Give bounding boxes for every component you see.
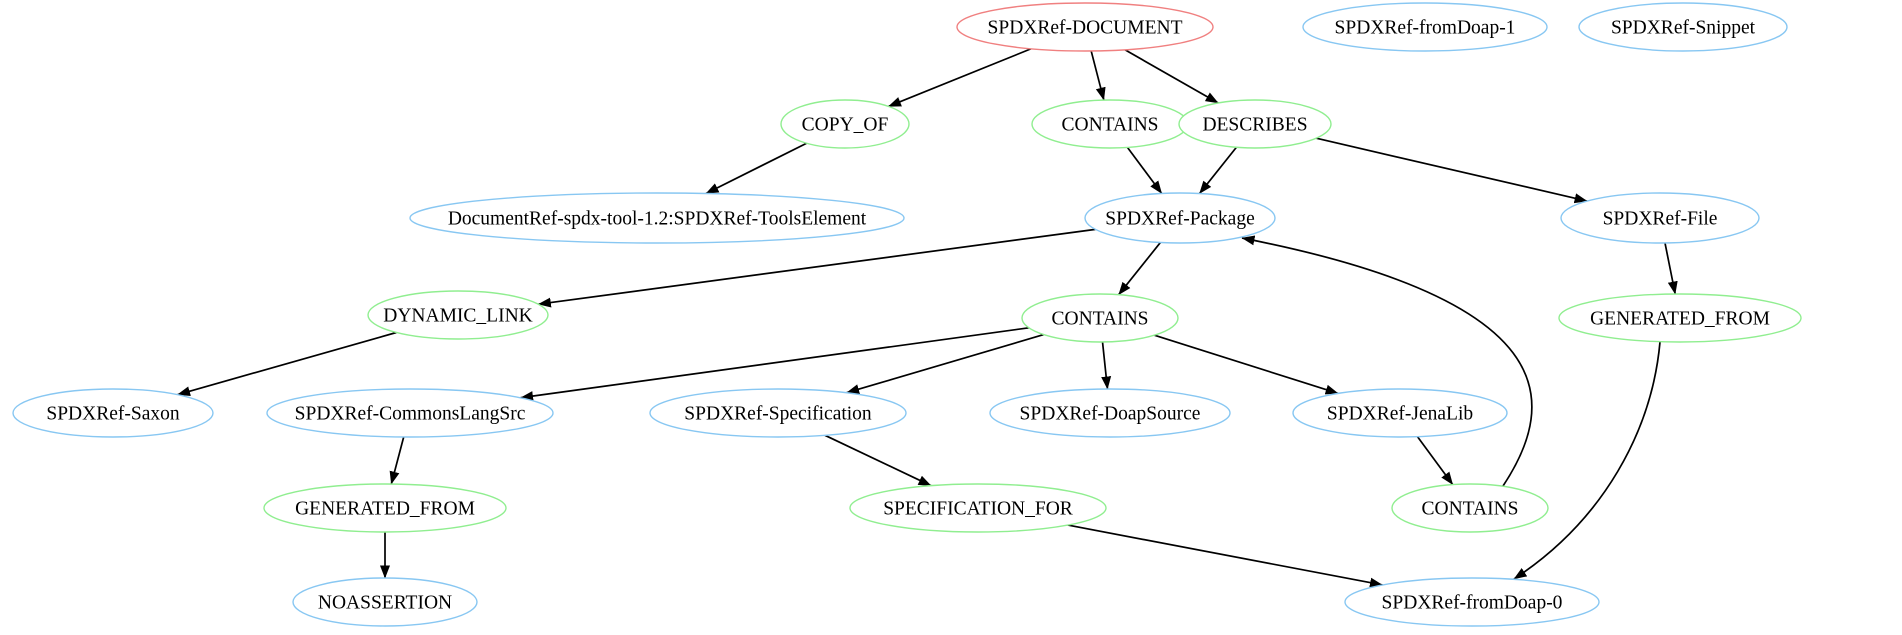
node-jenalib: SPDXRef-JenaLib (1292, 388, 1508, 438)
edge-document-to-describes (1124, 49, 1219, 104)
node-noassertion: NOASSERTION (292, 577, 478, 627)
edge-package-to-dynamic_link (537, 228, 1096, 308)
node-contains_mid: CONTAINS (1021, 293, 1179, 343)
node-ellipse-blue (12, 388, 214, 438)
edge-document-to-copy_of (888, 47, 1032, 108)
node-copy_of: COPY_OF (780, 99, 910, 149)
node-label: SPDXRef-fromDoap-0 (1382, 593, 1563, 614)
edge-package-to-contains_mid (1117, 241, 1162, 296)
edge-describes-to-package (1198, 146, 1238, 195)
node-ellipse-green (849, 483, 1107, 533)
node-label: SPDXRef-JenaLib (1327, 404, 1473, 425)
node-ellipse-green (1178, 99, 1332, 149)
node-label: SPDXRef-DoapSource (1020, 404, 1201, 425)
node-label: SPECIFICATION_FOR (883, 499, 1073, 520)
node-label: SPDXRef-Package (1105, 209, 1254, 230)
edge-dynamic_link-to-saxon (177, 331, 397, 397)
node-label: SPDXRef-Specification (684, 404, 872, 425)
node-label: NOASSERTION (318, 593, 452, 614)
node-ellipse-blue (649, 388, 907, 438)
edge-contains_mid-to-jenalib (1154, 334, 1339, 395)
node-saxon: SPDXRef-Saxon (12, 388, 214, 438)
node-contains_bottom: CONTAINS (1391, 483, 1549, 533)
edge-specification_for-to-fromdoap0 (1067, 524, 1383, 588)
node-describes: DESCRIBES (1178, 99, 1332, 149)
node-dynamic_link: DYNAMIC_LINK (367, 290, 549, 340)
edge-contains_mid-to-specification (846, 333, 1044, 395)
node-ellipse-blue (1292, 388, 1508, 438)
node-ellipse-blue (292, 577, 478, 627)
node-ellipse-blue (1084, 192, 1276, 244)
node-label: DYNAMIC_LINK (383, 306, 533, 327)
edge-contains_bottom-to-package (1241, 235, 1533, 487)
node-label: CONTAINS (1061, 115, 1158, 136)
node-toolselement: DocumentRef-spdx-tool-1.2:SPDXRef-ToolsE… (409, 192, 905, 244)
edge-describes-to-file (1316, 137, 1588, 204)
node-ellipse-blue (1344, 577, 1600, 627)
node-file: SPDXRef-File (1560, 192, 1760, 244)
node-ellipse-blue (409, 192, 905, 244)
node-ellipse-blue (989, 388, 1231, 438)
node-label: SPDXRef-Snippet (1611, 18, 1756, 39)
node-specification: SPDXRef-Specification (649, 388, 907, 438)
edge-commonslangsrc-to-generated_from_left (389, 436, 405, 485)
node-ellipse-red (956, 2, 1214, 52)
edge-contains_mid-to-commonslangsrc (520, 326, 1029, 402)
edge-document-to-contains_top (1090, 50, 1106, 101)
edge-specification-to-specification_for (824, 434, 932, 487)
node-label: SPDXRef-DOCUMENT (988, 18, 1183, 39)
node-label: GENERATED_FROM (1590, 309, 1770, 330)
node-label: DESCRIBES (1202, 115, 1307, 136)
edge-copy_of-to-toolselement (705, 142, 807, 195)
node-label: SPDXRef-fromDoap-1 (1335, 18, 1516, 39)
node-document: SPDXRef-DOCUMENT (956, 2, 1214, 52)
node-label: GENERATED_FROM (295, 499, 475, 520)
node-label: DocumentRef-spdx-tool-1.2:SPDXRef-ToolsE… (448, 209, 867, 230)
node-ellipse-blue (1302, 2, 1548, 52)
node-ellipse-green (1391, 483, 1549, 533)
node-label: COPY_OF (802, 115, 889, 136)
node-ellipse-blue (1560, 192, 1760, 244)
node-snippet: SPDXRef-Snippet (1578, 2, 1788, 52)
node-label: SPDXRef-File (1603, 209, 1718, 230)
node-doapsource: SPDXRef-DoapSource (989, 388, 1231, 438)
node-commonslangsrc: SPDXRef-CommonsLangSrc (266, 388, 554, 438)
node-ellipse-blue (1578, 2, 1788, 52)
edge-contains_mid-to-doapsource (1101, 341, 1112, 390)
node-ellipse-blue (266, 388, 554, 438)
node-label: SPDXRef-Saxon (46, 404, 180, 425)
node-ellipse-green (367, 290, 549, 340)
node-ellipse-green (1558, 293, 1802, 343)
edge-contains_top-to-package (1126, 146, 1163, 194)
edge-generated_from_right-to-fromdoap0 (1513, 341, 1661, 580)
edge-file-to-generated_from_right (1664, 242, 1678, 295)
node-generated_from_right: GENERATED_FROM (1558, 293, 1802, 343)
node-contains_top: CONTAINS (1031, 99, 1189, 149)
edge-jenalib-to-contains_bottom (1416, 436, 1454, 486)
node-label: SPDXRef-CommonsLangSrc (295, 404, 526, 425)
node-package: SPDXRef-Package (1084, 192, 1276, 244)
node-specification_for: SPECIFICATION_FOR (849, 483, 1107, 533)
node-fromdoap0: SPDXRef-fromDoap-0 (1344, 577, 1600, 627)
node-ellipse-green (780, 99, 910, 149)
node-label: CONTAINS (1421, 499, 1518, 520)
node-label: CONTAINS (1051, 309, 1148, 330)
node-generated_from_left: GENERATED_FROM (263, 483, 507, 533)
node-ellipse-green (1021, 293, 1179, 343)
node-ellipse-green (263, 483, 507, 533)
node-fromdoap1: SPDXRef-fromDoap-1 (1302, 2, 1548, 52)
